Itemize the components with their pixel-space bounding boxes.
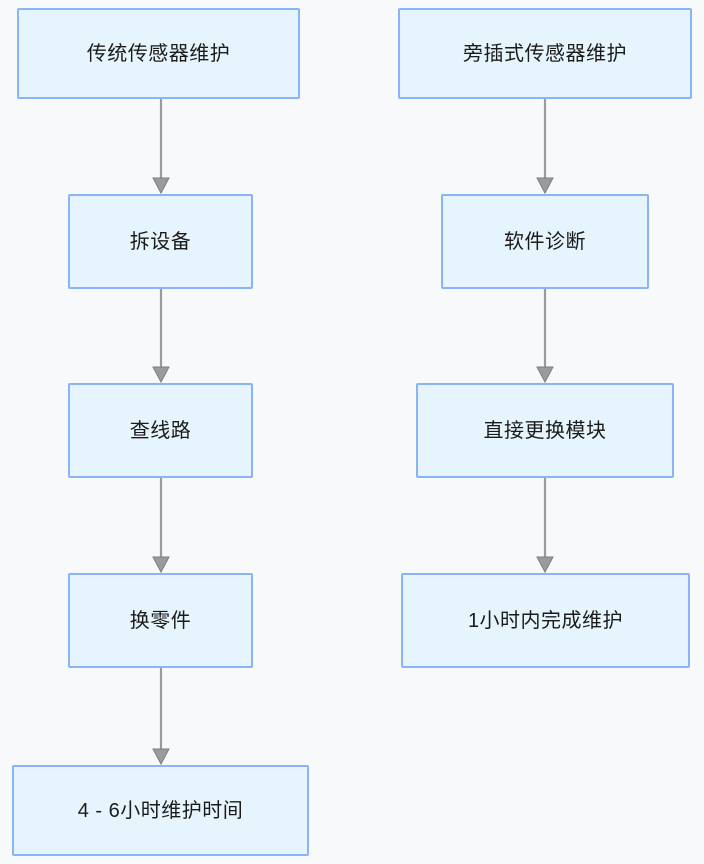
flow-node-complete-within-one-hour[interactable]: 1小时内完成维护 bbox=[401, 573, 690, 668]
flow-edge-L4-to-L5 bbox=[152, 668, 170, 766]
flow-node-label: 换零件 bbox=[129, 609, 192, 632]
flow-edge-R1-to-R2 bbox=[536, 99, 554, 195]
arrowhead-icon bbox=[152, 366, 170, 384]
flow-node-plug-in-sensor-maintenance[interactable]: 旁插式传感器维护 bbox=[398, 8, 692, 99]
flow-node-check-circuit[interactable]: 查线路 bbox=[68, 383, 253, 478]
arrowhead-icon bbox=[152, 748, 170, 766]
flow-node-label: 旁插式传感器维护 bbox=[463, 42, 627, 65]
flow-node-replace-parts[interactable]: 换零件 bbox=[68, 573, 253, 668]
flow-node-traditional-sensor-maintenance[interactable]: 传统传感器维护 bbox=[17, 8, 300, 99]
arrowhead-icon bbox=[152, 177, 170, 195]
flow-node-label: 传统传感器维护 bbox=[86, 42, 231, 65]
flow-edge-L3-to-L4 bbox=[152, 478, 170, 574]
flow-node-label: 查线路 bbox=[129, 419, 192, 442]
flow-edge-R2-to-R3 bbox=[536, 289, 554, 384]
flow-edge-R3-to-R4 bbox=[536, 478, 554, 574]
flow-node-disassemble-equipment[interactable]: 拆设备 bbox=[68, 194, 253, 289]
flow-node-direct-module-replacement[interactable]: 直接更换模块 bbox=[416, 383, 674, 478]
flow-node-maintenance-duration-4-6-hours[interactable]: 4 - 6小时维护时间 bbox=[12, 765, 309, 856]
flow-node-software-diagnosis[interactable]: 软件诊断 bbox=[441, 194, 649, 289]
flow-node-label: 4 - 6小时维护时间 bbox=[77, 799, 244, 822]
arrowhead-icon bbox=[536, 556, 554, 574]
arrowhead-icon bbox=[536, 177, 554, 195]
arrowhead-icon bbox=[152, 556, 170, 574]
flow-node-label: 直接更换模块 bbox=[483, 419, 607, 442]
flow-edge-L1-to-L2 bbox=[152, 99, 170, 195]
flow-node-label: 软件诊断 bbox=[504, 230, 586, 253]
flow-node-label: 拆设备 bbox=[129, 230, 192, 253]
flow-edge-L2-to-L3 bbox=[152, 289, 170, 384]
arrowhead-icon bbox=[536, 366, 554, 384]
flow-node-label: 1小时内完成维护 bbox=[467, 609, 624, 632]
